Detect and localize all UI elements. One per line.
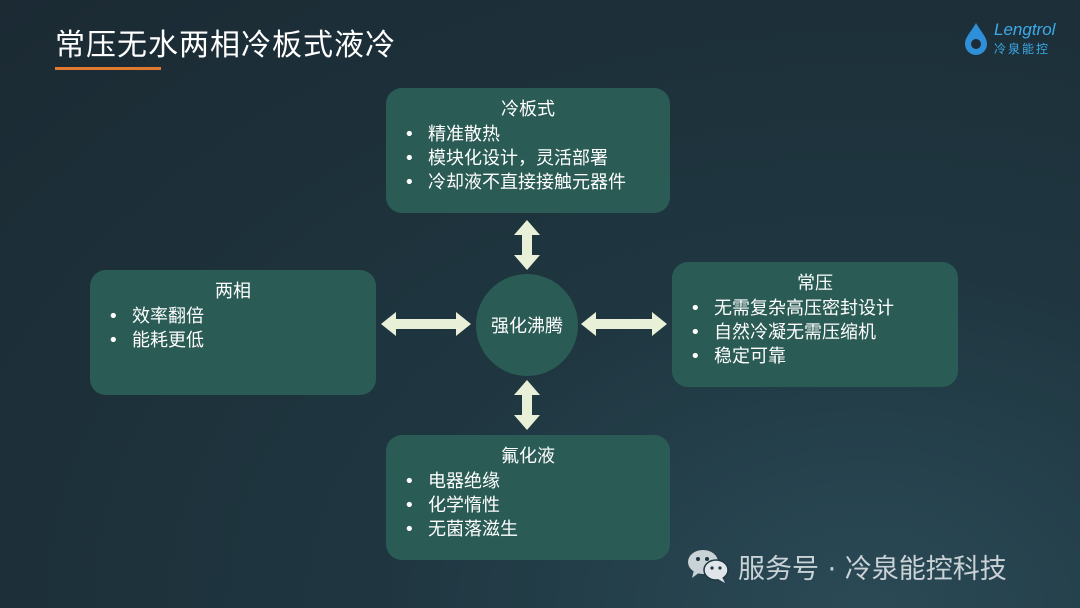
arrow-up-down-bottom	[514, 380, 540, 430]
list-item: 无需复杂高压密封设计	[690, 297, 940, 321]
title-underline	[55, 67, 161, 70]
list-item: 稳定可靠	[690, 345, 940, 369]
list-item: 效率翻倍	[108, 305, 358, 329]
logo-chinese: 冷泉能控	[994, 42, 1051, 56]
list-item: 模块化设计，灵活部署	[404, 147, 652, 171]
brand-logo: Lengtrol 冷泉能控	[962, 20, 1066, 60]
list-item: 能耗更低	[108, 329, 358, 353]
arrow-left-right-right	[581, 312, 667, 336]
node-cold-plate: 冷板式 精准散热 模块化设计，灵活部署 冷却液不直接接触元器件	[386, 88, 670, 213]
center-node: 强化沸腾	[476, 274, 578, 376]
wechat-icon	[688, 550, 729, 583]
node-fluorinated-liquid: 氟化液 电器绝缘 化学惰性 无菌落滋生	[386, 435, 670, 560]
node-title: 两相	[215, 281, 251, 302]
watermark: 服务号 · 冷泉能控科技	[686, 546, 1007, 586]
node-atmospheric-pressure: 常压 无需复杂高压密封设计 自然冷凝无需压缩机 稳定可靠	[672, 262, 958, 387]
arrow-left-right-left	[381, 312, 471, 336]
list-item: 自然冷凝无需压缩机	[690, 321, 940, 345]
node-title: 氟化液	[501, 446, 555, 467]
list-item: 化学惰性	[404, 494, 652, 518]
node-title: 冷板式	[501, 99, 555, 120]
node-title: 常压	[797, 273, 833, 294]
list-item: 电器绝缘	[404, 470, 652, 494]
list-item: 精准散热	[404, 123, 652, 147]
list-item: 冷却液不直接接触元器件	[404, 171, 652, 195]
arrow-up-down-top	[514, 220, 540, 270]
node-two-phase: 两相 效率翻倍 能耗更低	[90, 270, 376, 395]
list-item: 无菌落滋生	[404, 518, 652, 542]
watermark-text: 服务号 · 冷泉能控科技	[738, 553, 1007, 585]
drop-logo-icon	[965, 23, 987, 55]
logo-english: Lengtrol	[994, 20, 1056, 39]
page-title: 常压无水两相冷板式液冷	[55, 28, 396, 63]
center-label: 强化沸腾	[491, 316, 563, 337]
